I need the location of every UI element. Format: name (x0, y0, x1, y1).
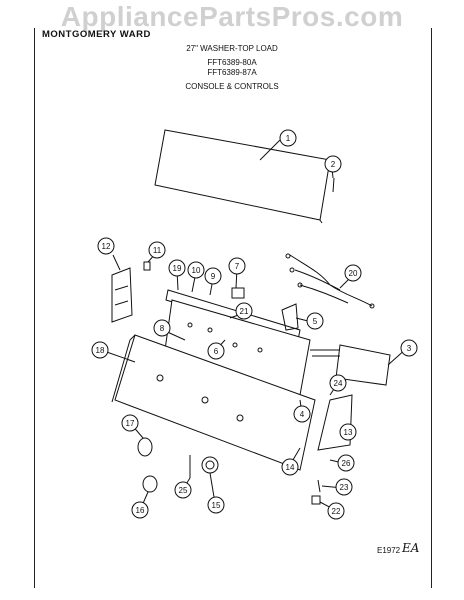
svg-text:1: 1 (286, 134, 291, 143)
svg-text:3: 3 (407, 344, 412, 353)
callout-17: 17 (121, 414, 139, 432)
svg-text:7: 7 (235, 262, 240, 271)
svg-text:4: 4 (300, 410, 305, 419)
svg-text:9: 9 (211, 272, 216, 281)
svg-text:2: 2 (331, 160, 336, 169)
part-screw-23 (317, 479, 321, 493)
part-knob-bracket-5 (281, 303, 299, 331)
callout-22: 22 (327, 502, 345, 520)
part-switch-7 (231, 287, 245, 299)
svg-text:21: 21 (240, 307, 249, 316)
callout-21: 21 (235, 302, 253, 320)
part-knob-17 (137, 437, 153, 457)
part-dial-15 (201, 456, 219, 474)
svg-text:12: 12 (102, 242, 111, 251)
drawing-code: E1972 (377, 546, 401, 555)
callout-25: 25 (174, 481, 192, 499)
model-description: 27" WASHER-TOP LOAD (186, 44, 278, 53)
svg-text:18: 18 (96, 346, 105, 355)
watermark: AppliancePartsPros.com (60, 1, 404, 32)
callout-23: 23 (335, 478, 353, 496)
part-end-cap (317, 394, 353, 451)
svg-text:5: 5 (313, 317, 318, 326)
callout-4: 4 (293, 405, 311, 423)
callout-9: 9 (204, 267, 222, 285)
section-title: CONSOLE & CONTROLS (185, 82, 279, 91)
part-control-bracket (111, 267, 133, 323)
callout-3: 3 (400, 339, 418, 357)
brand-header: MONTGOMERY WARD (42, 29, 151, 40)
svg-text:25: 25 (179, 486, 188, 495)
svg-text:11: 11 (153, 246, 162, 255)
page-frame (34, 28, 432, 588)
callout-2: 2 (324, 155, 342, 173)
svg-text:22: 22 (332, 507, 341, 516)
svg-text:10: 10 (192, 266, 201, 275)
part-fastener-11 (143, 261, 151, 271)
callout-26: 26 (337, 454, 355, 472)
svg-text:13: 13 (344, 428, 353, 437)
svg-text:17: 17 (126, 419, 135, 428)
part-screw-2 (332, 177, 335, 193)
callout-12: 12 (97, 237, 115, 255)
callout-20: 20 (344, 264, 362, 282)
svg-text:20: 20 (349, 269, 358, 278)
callout-18: 18 (91, 341, 109, 359)
callout-1: 1 (279, 129, 297, 147)
svg-text:6: 6 (214, 347, 219, 356)
callout-24: 24 (329, 374, 347, 392)
part-console-front (114, 334, 316, 471)
svg-text:14: 14 (286, 463, 295, 472)
callout-13: 13 (339, 423, 357, 441)
svg-text:15: 15 (212, 501, 221, 510)
part-knob-16 (142, 475, 158, 493)
part-back-panel (154, 129, 331, 221)
part-clip-22 (311, 495, 321, 505)
svg-text:24: 24 (334, 379, 343, 388)
model-number-2: FFT6389-87A (207, 68, 257, 77)
part-timer (335, 344, 391, 386)
callout-15: 15 (207, 496, 225, 514)
drawing-initials: EA (402, 541, 420, 555)
callout-19: 19 (168, 259, 186, 277)
callout-14: 14 (281, 458, 299, 476)
callout-6: 6 (207, 342, 225, 360)
model-number-1: FFT6389-80A (207, 58, 257, 67)
callout-16: 16 (131, 501, 149, 519)
callout-7: 7 (228, 257, 246, 275)
svg-text:8: 8 (160, 324, 165, 333)
callout-8: 8 (153, 319, 171, 337)
callout-10: 10 (187, 261, 205, 279)
callout-11: 11 (148, 241, 166, 259)
svg-text:26: 26 (342, 459, 351, 468)
callout-5: 5 (306, 312, 324, 330)
svg-text:23: 23 (340, 483, 349, 492)
svg-text:19: 19 (173, 264, 182, 273)
part-wire-harness (289, 254, 373, 307)
svg-text:16: 16 (136, 506, 145, 515)
